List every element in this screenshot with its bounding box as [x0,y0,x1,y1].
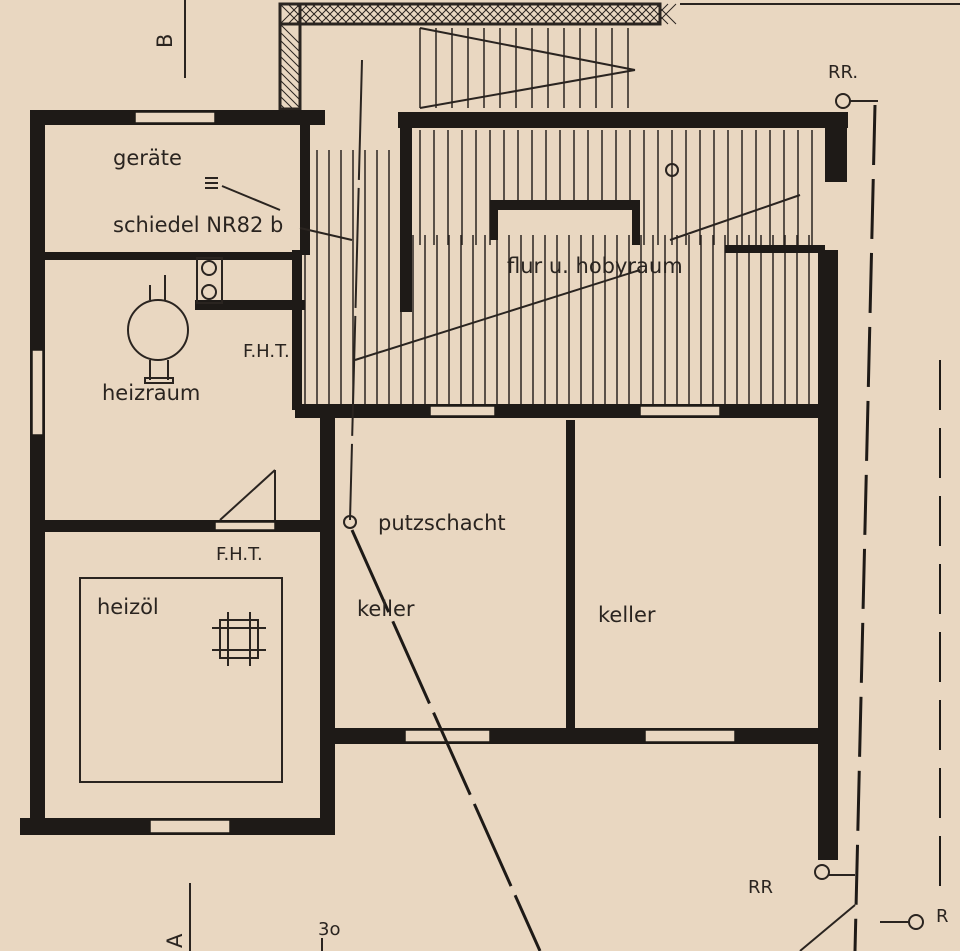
boiler [127,257,223,384]
hatch-line [423,3,445,25]
hatch-line [615,3,637,25]
hatch-line [543,3,565,25]
hatch-line [575,3,597,25]
windows [31,111,736,834]
hatch-line [295,3,317,25]
hatch-line [419,69,636,109]
stair-hatching-top [419,27,636,109]
chimney-label: schiedel NR82 b [113,213,283,237]
hatch-line [487,3,509,25]
hatch-line [479,3,501,25]
hatch-line [311,3,333,25]
rain-pipes [680,3,960,951]
rain-pipe-label-right: R [936,906,949,927]
hatch-line [495,3,517,25]
hatch-line [631,3,653,25]
hatch-line [407,3,429,25]
hatch-line [279,71,301,93]
hatch-line [279,47,301,69]
hatch-line [647,3,669,25]
rain-pipe-label-top: RR. [828,62,858,83]
hatch-line [503,3,525,25]
hatch-line [303,3,325,25]
dimension-label: 3o [318,919,340,940]
hatch-line [415,3,437,25]
hatch-line [599,3,621,25]
hatch-line [511,3,533,25]
hatch-line [279,23,301,45]
fht-label-upper: F.H.T. [243,341,290,362]
hatch-line [591,3,613,25]
hatch-line [343,3,365,25]
hatch-line [439,3,461,25]
hatch-line [471,3,493,25]
hatch-line [447,3,469,25]
fht-label-lower: F.H.T. [216,544,263,565]
sewer-line [350,529,542,951]
chimney-symbol [205,177,353,241]
hatch-line [391,3,413,25]
hatch-line [279,55,301,77]
hatch-line [279,39,301,61]
hatch-line [559,3,581,25]
flur-leader-line [354,269,641,361]
rain-pipe-label-bottom: RR [748,877,773,898]
room-label-heizoel: heizöl [97,595,159,619]
hatch-line [535,3,557,25]
hatch-line [419,27,636,71]
room-label-keller-left: keller [357,597,415,621]
hatch-line [375,3,397,25]
hatch-line [623,3,645,25]
pipe-line [349,59,363,521]
hatch-line [279,3,301,25]
hatch-line [279,79,301,101]
hatch-line [319,3,341,25]
hatch-line [351,3,373,25]
crosshatch-pattern [279,3,677,125]
hatch-line [279,31,301,53]
hatch-line [279,87,301,109]
hatch-line [551,3,573,25]
putzschacht-label: putzschacht [378,511,506,535]
hatch-line [335,3,357,25]
hatch-line [287,3,309,25]
room-label-geraete: geräte [113,146,182,170]
room-label-heizraum: heizraum [102,381,200,405]
oil-tank [79,577,283,783]
hatch-line [639,3,661,25]
section-mark-a: A [163,933,187,948]
hatch-line [567,3,589,25]
hatch-line [359,3,381,25]
hatch-line [455,3,477,25]
stair-arrow-line [669,194,801,241]
hatch-line [607,3,629,25]
stair-marker [665,163,679,177]
hatch-line [519,3,541,25]
hatch-line [583,3,605,25]
door-swing [219,469,276,521]
hatch-line [383,3,405,25]
hatch-line [399,3,421,25]
hatch-line [463,3,485,25]
section-mark-b: B [153,34,177,48]
room-label-flur: flur u. hobyraum [507,254,683,278]
hatch-line [655,3,677,25]
hatch-line [431,3,453,25]
hatch-line [279,63,301,85]
hatch-line [367,3,389,25]
tank-vent-icon [212,612,266,666]
hatch-line [527,3,549,25]
room-label-keller-right: keller [598,603,656,627]
hatch-line [327,3,349,25]
